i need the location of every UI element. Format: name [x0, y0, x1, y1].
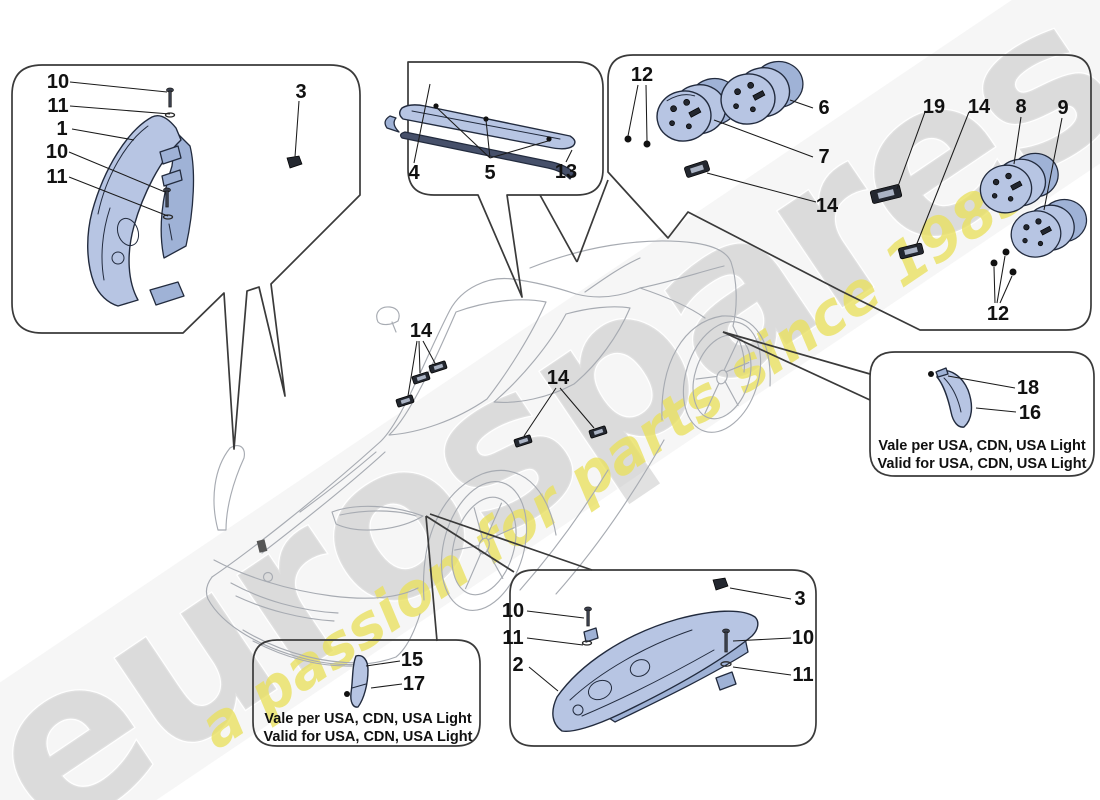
callout-2[interactable]: 2: [512, 654, 523, 676]
callout-10-c[interactable]: 10: [502, 600, 524, 622]
box-front-headlight-right: [509, 569, 817, 747]
part-clip-3: [712, 577, 729, 591]
callout-6[interactable]: 6: [818, 97, 829, 119]
part-side-marker-rear: [928, 367, 973, 428]
callout-13[interactable]: 13: [555, 161, 577, 183]
part-taillamp-9: [1010, 198, 1088, 258]
callout-11-b[interactable]: 11: [46, 166, 67, 188]
part-body-sensors-14: [395, 360, 608, 448]
part-screw-12: [1002, 248, 1010, 256]
box-pointer: [722, 331, 871, 375]
restriction-note-rear-line1: Vale per USA, CDN, USA Light: [878, 438, 1085, 454]
callout-5[interactable]: 5: [484, 162, 495, 184]
callout-12-b[interactable]: 12: [987, 303, 1009, 325]
part-screw-12: [643, 140, 651, 148]
part-headlight-left: [87, 87, 303, 307]
part-taillamps: [624, 60, 1088, 276]
part-clip-3: [286, 155, 303, 169]
box-pointer: [722, 331, 871, 401]
callout-boxes: [11, 54, 1095, 747]
part-screw-12: [624, 135, 632, 143]
part-headlight-right: [552, 577, 759, 733]
callout-1[interactable]: 1: [56, 118, 67, 140]
callout-17[interactable]: 17: [403, 673, 425, 695]
callout-14-c[interactable]: 14: [410, 320, 433, 342]
callout-16[interactable]: 16: [1019, 402, 1041, 424]
callout-14-a[interactable]: 14: [816, 195, 839, 217]
callout-11-a[interactable]: 11: [47, 95, 68, 117]
box-side-marker-front: [252, 639, 481, 747]
box-pointer: [425, 515, 515, 573]
callout-3-a[interactable]: 3: [295, 81, 306, 103]
restriction-note-front-line2: Valid for USA, CDN, USA Light: [264, 729, 473, 745]
box-pointer: [425, 515, 438, 642]
box-front-headlight-left: [11, 64, 361, 450]
part-gasket-14: [684, 160, 710, 178]
box-pointer: [539, 194, 578, 263]
part-side-marker-front: [344, 654, 369, 708]
restriction-note-front-line1: Vale per USA, CDN, USA Light: [264, 711, 471, 727]
restriction-notes: Vale per USA, CDN, USA Light Valid for U…: [264, 438, 1087, 745]
callout-4[interactable]: 4: [408, 162, 420, 184]
callout-10-d[interactable]: 10: [792, 627, 814, 649]
callout-10-a[interactable]: 10: [47, 71, 69, 93]
callout-7[interactable]: 7: [818, 146, 829, 168]
callout-labels: 10 11 1 10 11 3 4 5 13 12 6 7 14 19 14 8…: [46, 64, 1069, 695]
box-taillights: [607, 54, 1092, 331]
callout-3-b[interactable]: 3: [794, 588, 805, 610]
callout-14-b[interactable]: 14: [968, 96, 991, 118]
callout-15[interactable]: 15: [401, 649, 423, 671]
part-taillamp-6: [720, 60, 804, 125]
callout-11-d[interactable]: 11: [792, 664, 813, 686]
box-pointer: [576, 179, 609, 263]
part-screw-12: [990, 259, 998, 267]
box-third-brake-light: [407, 61, 604, 298]
box-pointer: [429, 513, 593, 571]
leader-lines: [68, 81, 1063, 692]
callout-11-c[interactable]: 11: [502, 627, 523, 649]
callout-9[interactable]: 9: [1057, 97, 1068, 119]
part-gasket-14: [898, 242, 924, 260]
callout-14-d[interactable]: 14: [547, 367, 570, 389]
callout-10-b[interactable]: 10: [46, 141, 68, 163]
part-screw-12: [1009, 268, 1017, 276]
restriction-note-rear-line2: Valid for USA, CDN, USA Light: [878, 456, 1087, 472]
part-gasket-19: [869, 184, 903, 204]
callout-19[interactable]: 19: [923, 96, 945, 118]
box-side-marker-rear: [869, 351, 1095, 477]
callout-8[interactable]: 8: [1015, 96, 1026, 118]
callout-18[interactable]: 18: [1017, 377, 1039, 399]
callout-12-a[interactable]: 12: [631, 64, 653, 86]
part-taillamp-8: [979, 152, 1059, 214]
